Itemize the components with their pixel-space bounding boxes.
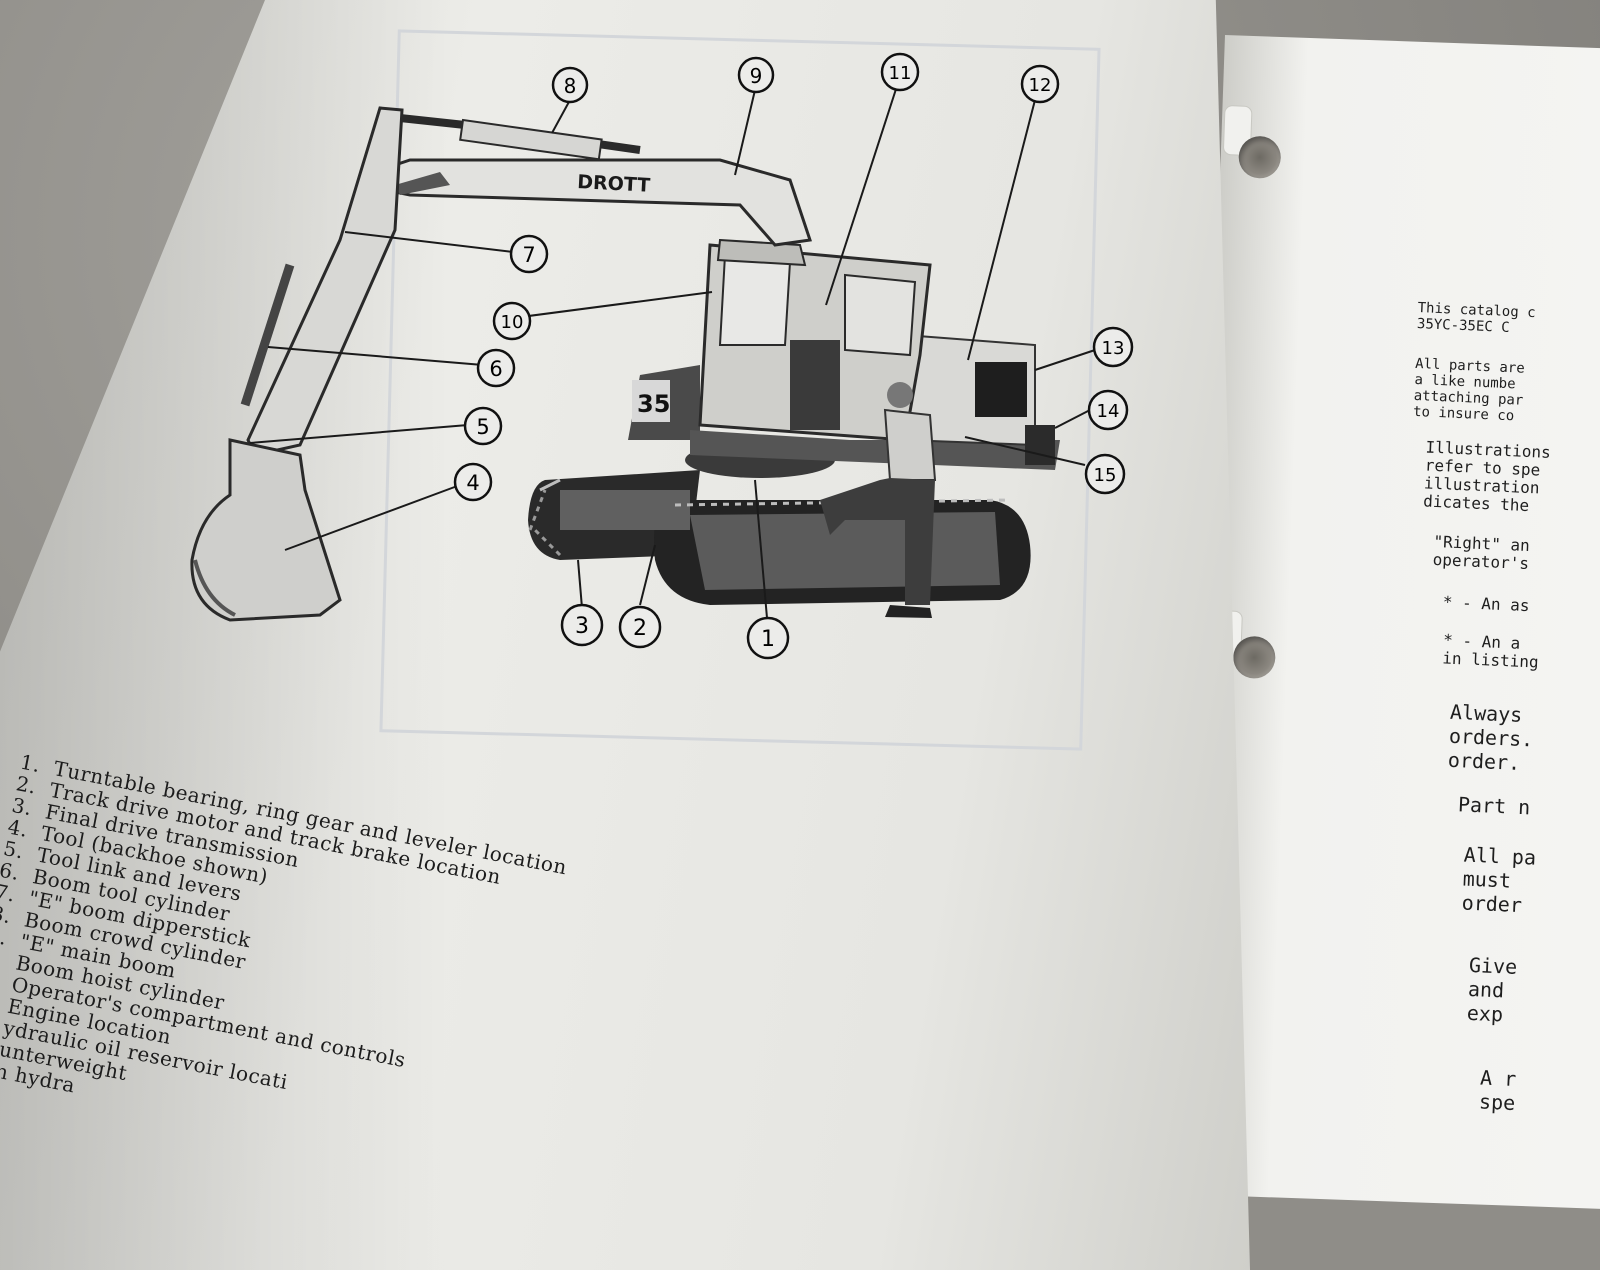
callout-markers: 1 2 3 4 5 6 7 8 9 10 11 12 13 14 15 [453,52,1134,660]
svg-text:9: 9 [750,64,763,88]
callout-8: 8 [551,66,589,104]
brand-label: DROTT [577,171,651,197]
excavator-illustration: DROTT 35 1 2 3 4 5 6 7 8 9 10 11 12 13 1… [190,29,1134,751]
svg-text:5: 5 [476,415,489,439]
callout-5: 5 [463,406,503,446]
callout-2: 2 [618,605,662,649]
callout-13: 13 [1092,326,1134,368]
svg-text:6: 6 [489,357,502,381]
operator-person [820,382,937,618]
machine-number: 35 [637,390,670,418]
leader-lines [249,85,1096,619]
backhoe-bucket [190,438,342,622]
operator-cab [698,238,932,442]
undercarriage [528,470,1031,605]
callout-12: 12 [1020,64,1060,104]
dipperstick [240,106,404,457]
svg-text:13: 13 [1102,338,1125,359]
callout-7: 7 [509,234,549,274]
callout-3: 3 [560,603,604,647]
svg-text:12: 12 [1029,75,1052,96]
callout-1: 1 [746,616,790,660]
callout-9: 9 [737,56,775,94]
svg-text:4: 4 [466,471,479,495]
asterisk-note-1: * - An as [1442,592,1530,616]
svg-text:15: 15 [1094,465,1117,486]
svg-text:11: 11 [889,63,912,84]
crowd-cylinder [399,114,641,161]
svg-text:2: 2 [633,616,647,641]
callout-14: 14 [1087,389,1129,431]
svg-text:10: 10 [501,312,524,333]
svg-text:3: 3 [575,614,589,639]
upper-structure [628,333,1060,470]
part-number-paragraph: Part n [1457,792,1531,820]
callout-4: 4 [453,462,493,502]
callout-10: 10 [492,301,532,341]
svg-text:8: 8 [564,74,577,98]
svg-text:1: 1 [761,627,775,652]
svg-text:7: 7 [522,243,535,267]
svg-text:14: 14 [1097,401,1120,422]
callout-15: 15 [1084,453,1126,495]
illustration-frame [379,29,1101,751]
callout-11: 11 [880,52,920,92]
callout-6: 6 [476,348,516,388]
